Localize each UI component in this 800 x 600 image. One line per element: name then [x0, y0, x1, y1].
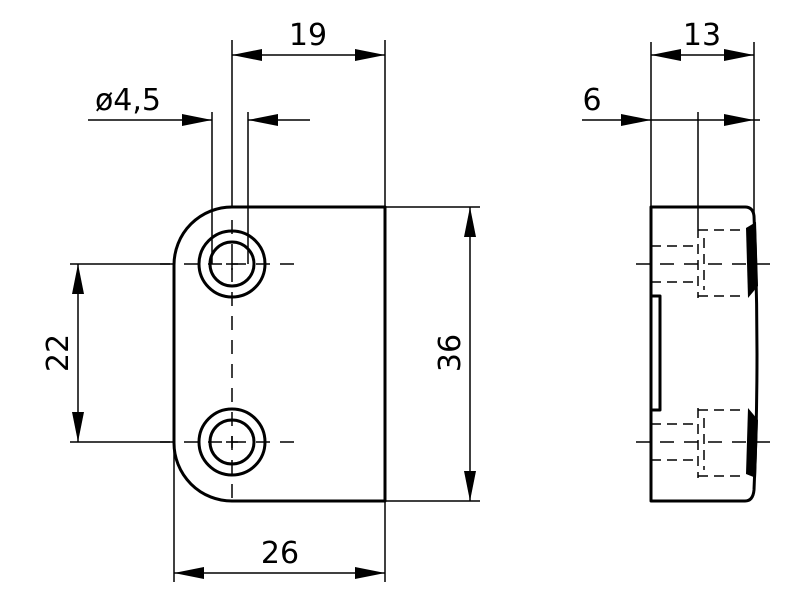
dim-hole-diameter-label: ø4,5 — [95, 83, 161, 118]
dim-hole-spacing: 22 — [41, 263, 170, 443]
dim-width-bottom-label: 26 — [261, 536, 299, 571]
dim-side-depth-label: 13 — [683, 18, 721, 53]
dim-hole-diameter: ø4,5 — [88, 83, 310, 264]
side-view — [636, 205, 770, 503]
dim-height-label: 36 — [433, 334, 468, 372]
side-hidden-bottom-hole — [651, 408, 746, 478]
side-wedge-top — [746, 222, 758, 298]
dim-side-offset-label: 6 — [582, 83, 601, 118]
dim-side-depth: 13 — [650, 18, 755, 216]
front-view — [160, 205, 387, 506]
side-outline — [649, 205, 759, 503]
dim-height: 36 — [385, 206, 480, 502]
side-recess — [651, 294, 662, 412]
front-outline — [172, 205, 387, 503]
dim-width-bottom: 26 — [173, 443, 386, 582]
dim-side-offset: 6 — [582, 83, 760, 228]
dim-width-top-label: 19 — [289, 18, 327, 53]
side-hidden-top-hole — [651, 228, 746, 298]
dim-hole-spacing-label: 22 — [41, 334, 76, 372]
side-wedge-bottom — [746, 408, 758, 478]
dim-width-top: 19 — [231, 18, 386, 207]
